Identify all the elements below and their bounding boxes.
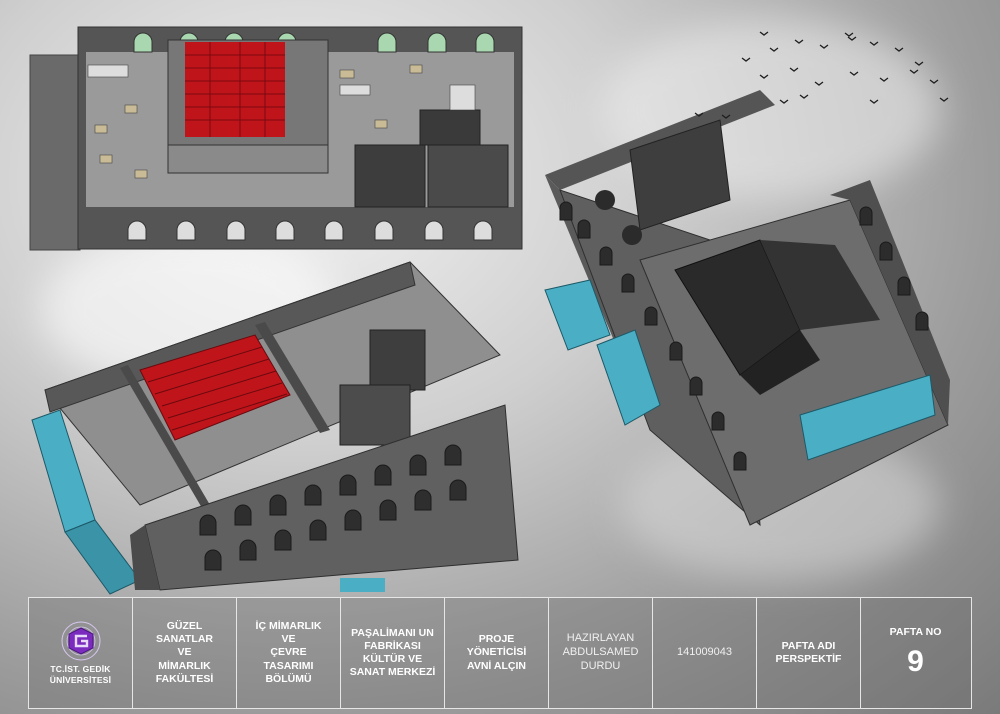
university-name: TC.İST. GEDİK ÜNİVERSİTESİ xyxy=(49,664,112,685)
department-name: İÇ MİMARLIK VE ÇEVRE TASARIMI BÖLÜMÜ xyxy=(237,598,341,708)
sheet-number: 9 xyxy=(907,644,924,678)
faculty-name: GÜZEL SANATLAR VE MİMARLIK FAKÜLTESİ xyxy=(133,598,237,708)
axonometric-view-left xyxy=(31,261,519,595)
project-name: PAŞALİMANI UN FABRİKASI KÜLTÜR VE SANAT … xyxy=(341,598,445,708)
axonometric-view-right xyxy=(544,90,950,527)
sheet-name: PAFTA ADI PERSPEKTİF xyxy=(757,598,861,708)
sheet-number-cell: PAFTA NO 9 xyxy=(861,598,970,708)
prepared-by: HAZIRLAYAN ABDULSAMED DURDU xyxy=(549,598,653,708)
title-block: TC.İST. GEDİK ÜNİVERSİTESİ GÜZEL SANATLA… xyxy=(28,597,972,709)
university-logo-icon xyxy=(61,621,100,661)
birds-decoration xyxy=(694,31,949,119)
floor-plan-view xyxy=(29,26,523,251)
university-logo-cell: TC.İST. GEDİK ÜNİVERSİTESİ xyxy=(29,598,133,708)
sheet-number-label: PAFTA NO xyxy=(889,625,942,638)
student-number: 141009043 xyxy=(653,598,757,708)
project-manager: PROJE YÖNETİCİSİ AVNİ ALÇIN xyxy=(445,598,549,708)
